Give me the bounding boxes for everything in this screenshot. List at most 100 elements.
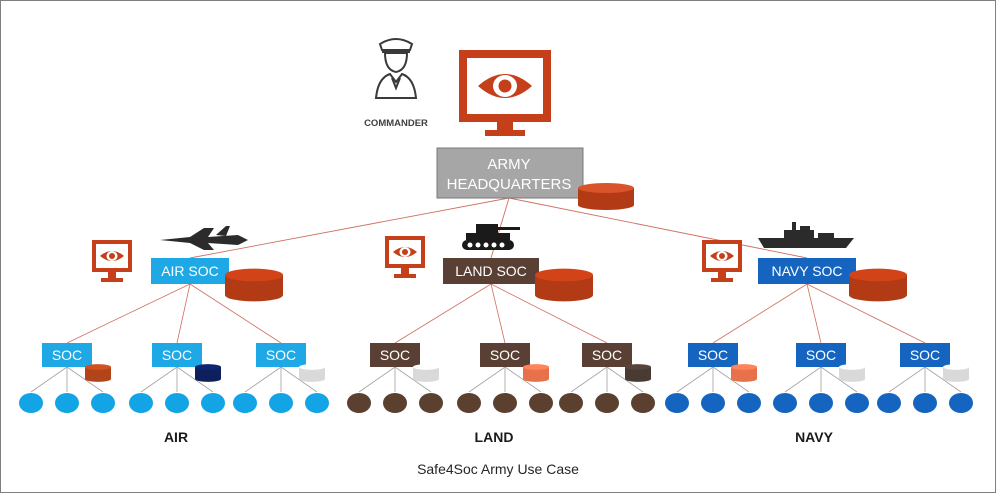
endpoint-layer bbox=[19, 393, 973, 413]
navy-endpoint-node bbox=[877, 393, 901, 413]
navy-endpoint-node bbox=[665, 393, 689, 413]
land-endpoint-node bbox=[559, 393, 583, 413]
land-endpoint-node bbox=[529, 393, 553, 413]
sub-to-endpoint-link bbox=[606, 366, 644, 393]
diagram-caption: Safe4Soc Army Use Case bbox=[417, 461, 579, 477]
navy-soc-to-sub-link bbox=[806, 283, 822, 344]
commander-label: COMMANDER bbox=[364, 118, 428, 129]
sub-to-endpoint-link bbox=[784, 366, 822, 393]
land-sub-soc-node: SOC bbox=[370, 343, 420, 367]
land-soc-node: LAND SOC bbox=[443, 258, 539, 284]
sub-to-endpoint-link bbox=[358, 366, 396, 393]
sub-soc-database-icon bbox=[839, 364, 865, 382]
air-sub-soc-node: SOC bbox=[152, 343, 202, 367]
branch-soc-layer: AIR SOC AIR LAND SOC LAND NAVY SOC NAVY bbox=[92, 236, 907, 445]
land-soc-to-sub-link bbox=[490, 283, 506, 344]
land-soc-to-sub-link bbox=[394, 283, 492, 344]
sub-soc-database-icon bbox=[299, 364, 325, 382]
navy-database-icon bbox=[849, 268, 907, 302]
land-database-icon bbox=[535, 268, 593, 302]
air-soc-to-sub-link bbox=[189, 283, 282, 344]
sub-soc-database-icon bbox=[943, 364, 969, 382]
navy-endpoint-node bbox=[773, 393, 797, 413]
navy-sub-soc-node: SOC bbox=[796, 343, 846, 367]
sub-soc-database-icon bbox=[625, 364, 651, 382]
land-endpoint-node bbox=[383, 393, 407, 413]
sub-soc-label: SOC bbox=[698, 347, 728, 363]
air-endpoint-node bbox=[269, 393, 293, 413]
air-eye-monitor-icon bbox=[92, 240, 132, 282]
sub-to-endpoint-link bbox=[176, 366, 214, 393]
sub-soc-label: SOC bbox=[806, 347, 836, 363]
navy-sub-soc-node: SOC bbox=[900, 343, 950, 367]
sub-soc-layer: SOC SOC SOC SOC SOC SOC SOC SOC SOC bbox=[42, 343, 969, 382]
sub-soc-label: SOC bbox=[266, 347, 296, 363]
air-endpoint-node bbox=[305, 393, 329, 413]
land-endpoint-node bbox=[493, 393, 517, 413]
sub-soc-database-icon bbox=[731, 364, 757, 382]
navy-endpoint-node bbox=[809, 393, 833, 413]
navy-endpoint-node bbox=[845, 393, 869, 413]
sub-to-endpoint-link bbox=[394, 366, 432, 393]
sub-to-endpoint-link bbox=[66, 366, 104, 393]
air-endpoint-node bbox=[233, 393, 257, 413]
sub-soc-database-icon bbox=[85, 364, 111, 382]
army-headquarters-node: ARMY HEADQUARTERS bbox=[436, 147, 584, 199]
sub-to-endpoint-link bbox=[820, 366, 858, 393]
warship-icon bbox=[758, 222, 854, 248]
air-branch-label: AIR bbox=[164, 429, 188, 445]
navy-endpoint-node bbox=[949, 393, 973, 413]
air-soc-node: AIR SOC bbox=[151, 258, 229, 284]
navy-endpoint-node bbox=[913, 393, 937, 413]
land-soc-label: LAND SOC bbox=[455, 263, 527, 279]
hq-label-line1: ARMY bbox=[487, 156, 530, 173]
tank-icon bbox=[462, 224, 520, 250]
navy-branch-label: NAVY bbox=[795, 429, 834, 445]
fighter-jet-icon bbox=[160, 226, 248, 250]
sub-soc-database-icon bbox=[413, 364, 439, 382]
land-endpoint-node bbox=[457, 393, 481, 413]
land-endpoint-node bbox=[595, 393, 619, 413]
land-endpoint-node bbox=[631, 393, 655, 413]
land-branch-label: LAND bbox=[475, 429, 514, 445]
air-endpoint-node bbox=[19, 393, 43, 413]
sub-to-endpoint-link bbox=[244, 366, 282, 393]
navy-eye-monitor-icon bbox=[702, 240, 742, 282]
land-soc-to-sub-link bbox=[490, 283, 608, 344]
air-endpoint-node bbox=[55, 393, 79, 413]
sub-soc-label: SOC bbox=[162, 347, 192, 363]
navy-soc-to-sub-link bbox=[806, 283, 926, 344]
air-endpoint-node bbox=[201, 393, 225, 413]
sub-soc-database-icon bbox=[523, 364, 549, 382]
air-soc-to-sub-link bbox=[66, 283, 191, 344]
sub-to-endpoint-link bbox=[888, 366, 926, 393]
commander-officer-icon bbox=[374, 38, 418, 99]
sub-to-endpoint-link bbox=[280, 366, 318, 393]
navy-endpoint-node bbox=[701, 393, 725, 413]
sub-to-endpoint-link bbox=[712, 366, 750, 393]
hq-to-air-link bbox=[189, 197, 510, 259]
air-sub-soc-node: SOC bbox=[42, 343, 92, 367]
navy-soc-node: NAVY SOC bbox=[758, 258, 856, 284]
hq-label-line2: HEADQUARTERS bbox=[447, 176, 572, 193]
navy-endpoint-node bbox=[737, 393, 761, 413]
air-soc-to-sub-link bbox=[176, 283, 191, 344]
navy-soc-to-sub-link bbox=[712, 283, 808, 344]
sub-soc-label: SOC bbox=[592, 347, 622, 363]
sub-to-endpoint-link bbox=[30, 366, 68, 393]
connection-lines bbox=[30, 197, 962, 393]
hq-database-icon bbox=[578, 183, 634, 210]
sub-to-endpoint-link bbox=[140, 366, 178, 393]
air-endpoint-node bbox=[129, 393, 153, 413]
air-endpoint-node bbox=[165, 393, 189, 413]
air-endpoint-node bbox=[91, 393, 115, 413]
sub-soc-database-icon bbox=[195, 364, 221, 382]
sub-to-endpoint-link bbox=[924, 366, 962, 393]
land-sub-soc-node: SOC bbox=[480, 343, 530, 367]
air-database-icon bbox=[225, 268, 283, 302]
land-eye-monitor-icon bbox=[385, 236, 425, 278]
sub-soc-label: SOC bbox=[490, 347, 520, 363]
sub-soc-label: SOC bbox=[910, 347, 940, 363]
air-sub-soc-node: SOC bbox=[256, 343, 306, 367]
sub-to-endpoint-link bbox=[676, 366, 714, 393]
